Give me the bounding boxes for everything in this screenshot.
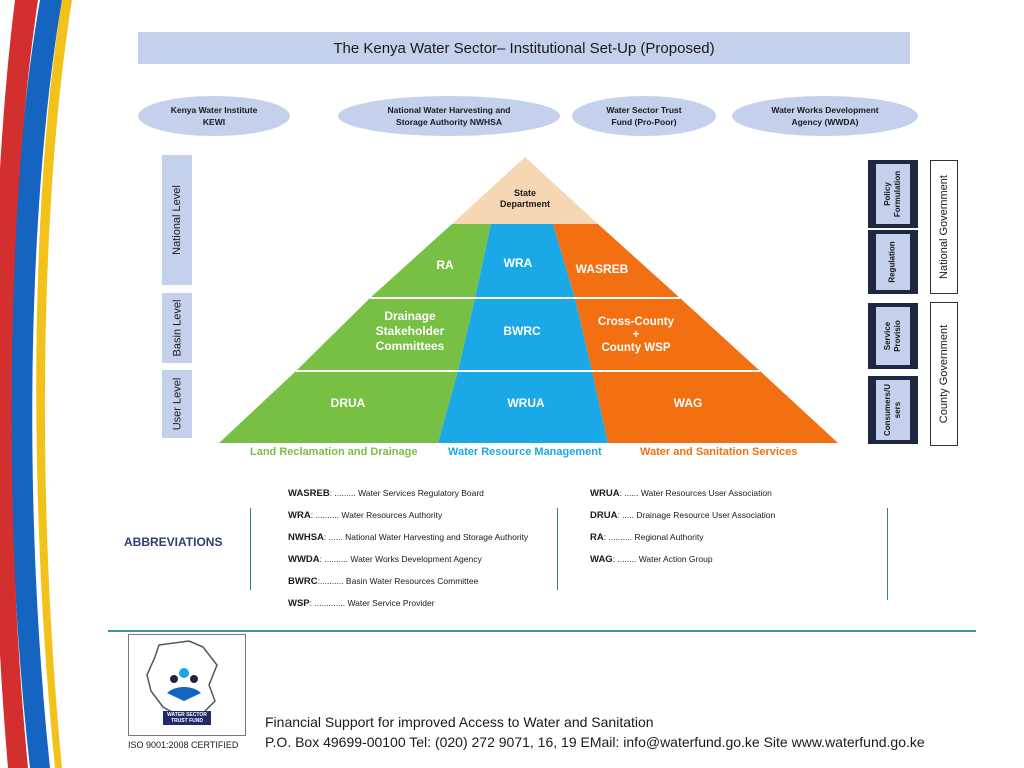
user-level-label: User Level (162, 370, 192, 438)
wrua-label: WRUA (507, 396, 545, 410)
pyramid-cell-wra (475, 224, 575, 298)
decorative-swoosh (0, 0, 72, 768)
pyramid-cell-wrua (438, 371, 608, 443)
abbreviations-left-list: WASREB: ......... Water Services Regulat… (288, 488, 528, 620)
abbr-row: DRUA: ..... Drainage Resource User Assoc… (590, 510, 776, 521)
pyramid-cell-drainage (296, 298, 475, 371)
national-level-label: National Level (162, 155, 192, 285)
abbr-row: WAG: ........ Water Action Group (590, 554, 713, 565)
oval-nwhsa: National Water Harvesting and Storage Au… (338, 96, 560, 136)
abbr-row: WASREB: ......... Water Services Regulat… (288, 488, 484, 499)
regulation-box: Regulation (868, 230, 918, 294)
consumers-box: Consumers/U sers (868, 376, 918, 444)
pyramid-cell-ra (370, 224, 491, 298)
service-provision-text: Service Provisio (883, 320, 902, 352)
oval-wwda: Water Works Development Agency (WWDA) (732, 96, 918, 136)
service-provision-box: Service Provisio (868, 303, 918, 369)
oval-trust-fund: Water Sector Trust Fund (Pro-Poor) (572, 96, 716, 136)
footer-contact: P.O. Box 49699-00100 Tel: (020) 272 9071… (265, 734, 925, 750)
basin-level-label: Basin Level (162, 293, 192, 363)
drainage-label: Drainage Stakeholder Committees (375, 309, 445, 353)
regulation-text: Regulation (888, 241, 897, 283)
pyramid-cell-wag (592, 371, 838, 443)
abbr-row: WRA: .......... Water Resources Authorit… (288, 510, 443, 521)
county-government-box: County Government (930, 302, 958, 446)
bwrc-label: BWRC (503, 324, 541, 338)
drua-label: DRUA (330, 396, 366, 410)
pyramid-cell-drua (219, 371, 458, 443)
pyramid-cell-wasreb (553, 224, 680, 298)
abbr-row: WWDA: .......... Water Works Development… (288, 554, 482, 565)
abbreviations-heading: ABBREVIATIONS (124, 535, 223, 549)
abbr-row: WSP: ............. Water Service Provide… (288, 598, 435, 609)
policy-formulation-text: Policy Formulation (883, 170, 902, 218)
pyramid-diagram (219, 157, 838, 443)
pyramid-cell-bwrc (458, 298, 592, 371)
policy-formulation-box: Policy Formulation (868, 160, 918, 228)
land-reclamation-label: Land Reclamation and Drainage (250, 446, 418, 458)
abbreviations-divider-right (887, 508, 888, 600)
footer-financial-support: Financial Support for improved Access to… (265, 714, 654, 730)
oval-kewi: Kenya Water Institute KEWI (138, 96, 290, 136)
sanitation-label: Water and Sanitation Services (640, 446, 798, 458)
abbreviations-right-list: WRUA: ...... Water Resources User Associ… (590, 488, 775, 576)
county-government-text: County Government (938, 324, 950, 424)
national-government-text: National Government (938, 175, 951, 279)
pyramid-cell-cross-county (575, 298, 760, 371)
consumers-text: Consumers/U sers (883, 383, 903, 437)
abbreviations-divider-middle (557, 508, 558, 590)
state-department-label: State Department (499, 188, 550, 209)
wag-label: WAG (673, 396, 703, 410)
abbreviations-divider-left (250, 508, 251, 590)
ra-label: RA (436, 258, 454, 272)
national-government-box: National Government (930, 160, 958, 294)
cross-county-label: Cross-County + County WSP (597, 316, 675, 354)
footer-divider (108, 630, 976, 632)
pyramid-top-state-department (452, 157, 598, 224)
iso-certified-label: ISO 9001:2008 CERTIFIED (128, 740, 239, 750)
water-resource-label: Water Resource Management (448, 446, 602, 458)
wra-label: WRA (503, 256, 533, 270)
trust-fund-logo: WATER SECTOR TRUST FUND (128, 634, 246, 736)
logo-text: WATER SECTOR TRUST FUND (163, 711, 211, 725)
abbr-row: BWRC:.......... Basin Water Resources Co… (288, 576, 479, 587)
abbr-row: NWHSA: ...... National Water Harvesting … (288, 532, 529, 543)
abbr-row: WRUA: ...... Water Resources User Associ… (590, 488, 772, 499)
page-title: The Kenya Water Sector– Institutional Se… (138, 32, 910, 64)
wasreb-label: WASREB (575, 262, 629, 276)
abbr-row: RA: .......... Regional Authority (590, 532, 704, 543)
